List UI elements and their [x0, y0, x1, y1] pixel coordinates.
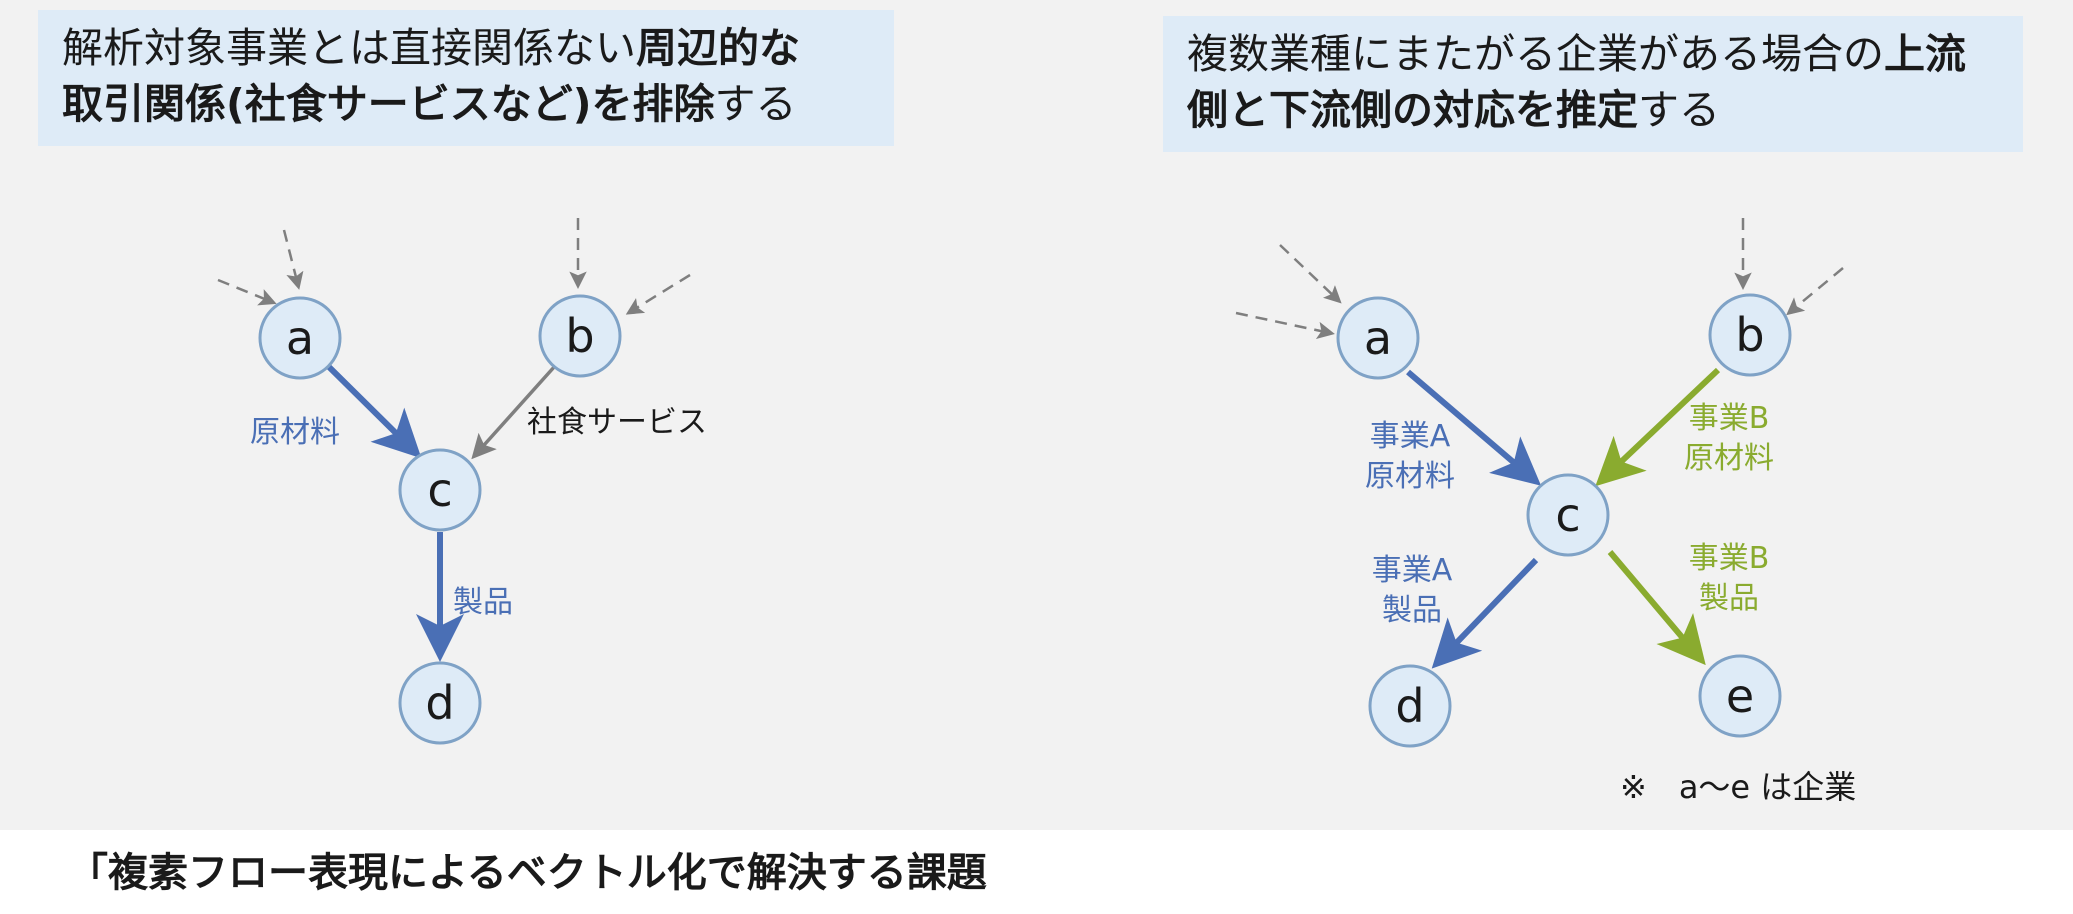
edge-label-cafeteria-service: 社食サービス: [527, 405, 707, 440]
incoming-dashed-arrow: [217, 278, 277, 306]
right-title-bold-2: 側と下流側の対応を推定: [1187, 86, 1638, 134]
node-d: d: [398, 661, 482, 745]
incoming-dashed-arrow: [1786, 267, 1844, 316]
incoming-dashed-arrow: [1235, 311, 1335, 339]
edge-b-c: [471, 364, 557, 460]
edge-label-bizB-product-line2: 製品: [1699, 581, 1759, 616]
right-title-bold-1: 上流: [1884, 30, 1966, 78]
node-d-label: d: [1395, 679, 1424, 733]
node-c: c: [398, 448, 482, 532]
edge-c-e: [1607, 550, 1706, 666]
left-panel-title: 解析対象事業とは直接関係ない周辺的な取引関係(社食サービスなど)を排除する: [38, 10, 894, 146]
right-title-text-2: する: [1638, 86, 1720, 134]
footnote: ※ a～e は企業: [1620, 768, 1857, 806]
node-e-label: e: [1726, 669, 1754, 723]
edge-label-bizB-product-line1: 事業B: [1689, 541, 1770, 576]
edge-label-bizA-product-line1: 事業A: [1372, 553, 1453, 588]
node-c-label: c: [1555, 488, 1580, 542]
node-b: b: [1708, 293, 1792, 377]
node-a-label: a: [286, 311, 314, 365]
incoming-dashed-arrow: [1279, 244, 1342, 304]
node-e: e: [1698, 654, 1782, 738]
right-panel-title: 複数業種にまたがる企業がある場合の上流側と下流側の対応を推定する: [1163, 16, 2023, 152]
edge-label-bizA-product-line2: 製品: [1382, 593, 1442, 628]
edge-b-c: [1595, 367, 1721, 487]
edge-label-bizB-raw-line1: 事業B: [1689, 401, 1770, 436]
left-title-bold-2: 取引関係(社食サービスなど)を排除: [62, 80, 715, 128]
edge-label-raw-material: 原材料: [250, 415, 340, 450]
node-b: b: [538, 294, 622, 378]
edge-a-c: [1406, 369, 1542, 486]
edge-a-c: [323, 361, 422, 459]
node-a: a: [1336, 296, 1420, 380]
node-b-label: b: [565, 309, 594, 363]
left-title-bold-1: 周辺的な: [636, 24, 800, 72]
edge-label-bizB-raw-line2: 原材料: [1684, 441, 1774, 476]
right-title-text-1: 複数業種にまたがる企業がある場合の: [1187, 30, 1884, 78]
edge-label-bizA-raw-line2: 原材料: [1365, 459, 1455, 494]
node-d: d: [1368, 664, 1452, 748]
incoming-dashed-arrow: [625, 273, 691, 315]
node-b-label: b: [1735, 308, 1764, 362]
node-c-label: c: [427, 463, 452, 517]
incoming-dashed-arrow: [282, 229, 304, 290]
left-title-text-2: する: [714, 80, 797, 128]
node-a: a: [258, 296, 342, 380]
caption: 「複素フロー表現によるベクトル化で解決する課題: [68, 850, 987, 896]
left-title-text-1: 解析対象事業とは直接関係ない: [62, 24, 636, 72]
edge-label-product: 製品: [453, 585, 513, 620]
node-a-label: a: [1364, 311, 1392, 365]
node-d-label: d: [425, 676, 454, 730]
edge-c-d: [1431, 557, 1539, 669]
edge-label-bizA-raw-line1: 事業A: [1370, 419, 1451, 454]
node-c: c: [1526, 473, 1610, 557]
